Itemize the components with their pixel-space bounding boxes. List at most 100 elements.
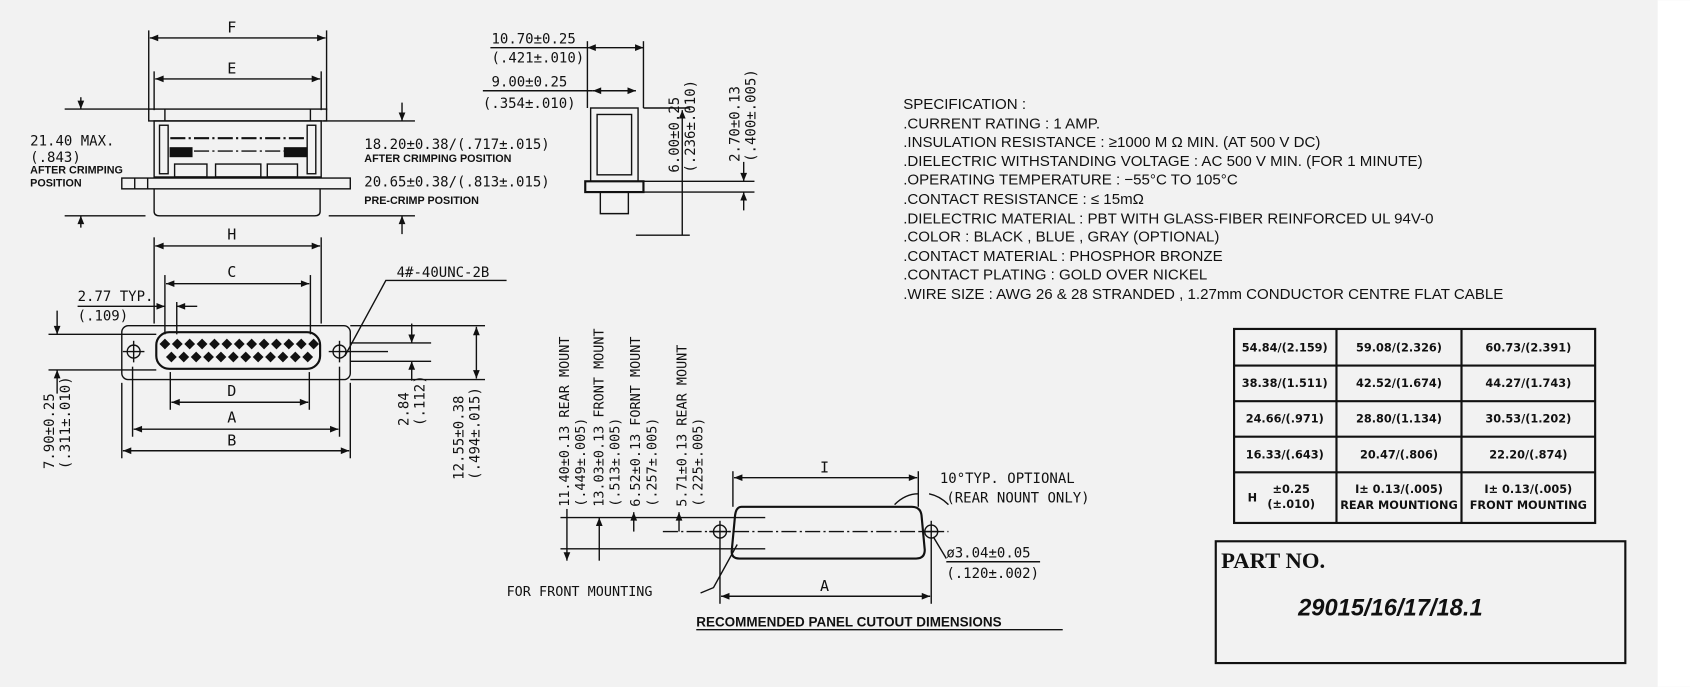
- table-cell: 38.38/(1.511): [1242, 377, 1328, 390]
- dim-d: D: [227, 382, 236, 400]
- cutout-dim-4-inch: (.225±.005): [691, 418, 707, 507]
- table-rear-label: REAR MOUNTIONG: [1340, 499, 1458, 512]
- cutout-dim-2: 13.03±0.13 FRONT MOUNT: [592, 328, 608, 506]
- side-width-1-inch: (.421±.010): [491, 51, 584, 67]
- front-mounting-label: FOR FRONT MOUNTING: [507, 584, 653, 600]
- specification: SPECIFICATION : .CURRENT RATING : 1 AMP.…: [903, 96, 1503, 303]
- thread-spec: 4#-40UNC-2B: [397, 265, 490, 281]
- face-height-1: 7.90±0.25: [42, 393, 58, 469]
- cutout-dim-3-inch: (.257±.005): [644, 418, 660, 507]
- contact-pin: [184, 338, 196, 350]
- dim-h: H: [227, 225, 236, 243]
- dim-f: F: [227, 19, 236, 37]
- contact-pin: [271, 338, 282, 350]
- dim-b: B: [227, 431, 236, 449]
- contact-pin: [203, 351, 214, 363]
- table-front-label: FRONT MOUNTING: [1470, 499, 1587, 512]
- contact-pin: [227, 351, 239, 363]
- contact-pins: [159, 338, 320, 363]
- contact-pin: [258, 338, 270, 350]
- contact-pin: [302, 351, 314, 363]
- contact-pin: [308, 338, 320, 350]
- table-cell: 42.52/(1.674): [1356, 377, 1442, 390]
- cutout-dim-1: 11.40±0.13 REAR MOUNT: [557, 336, 573, 506]
- dimension-table: 54.84/(2.159) 59.08/(2.326) 60.73/(2.391…: [1233, 327, 1597, 525]
- table-h-label: H: [1248, 491, 1257, 504]
- angle-note: 10°TYP. OPTIONAL: [940, 471, 1075, 487]
- contact-pin: [196, 338, 208, 350]
- table-cell: 16.33/(.643): [1246, 448, 1324, 461]
- dim-a: A: [227, 409, 236, 427]
- spec-line: .CONTACT MATERIAL : PHOSPHOR BRONZE: [903, 248, 1222, 265]
- height-max: 21.40 MAX.: [30, 134, 114, 150]
- cutout-dim-3: 6.52±0.13 FORNT MOUNT: [628, 336, 644, 506]
- contact-pin: [209, 338, 220, 350]
- cutout-title: RECOMMENDED PANEL CUTOUT DIMENSIONS: [696, 614, 1001, 629]
- table-cell: 28.80/(1.134): [1356, 413, 1442, 426]
- side-view: 10.70±0.25 (.421±.010) 9.00±0.25 (.354±.…: [482, 31, 760, 236]
- side-width-1: 10.70±0.25: [491, 31, 575, 47]
- part-number: 29015/16/17/18.1: [1297, 596, 1483, 622]
- contact-pin: [215, 351, 227, 363]
- dim-i: I: [820, 458, 829, 476]
- contact-pin: [283, 338, 295, 350]
- table-h-tol: ±0.25: [1273, 483, 1310, 496]
- table-cell: 60.73/(2.391): [1485, 342, 1571, 355]
- pin-pitch: 2.77 TYP.: [78, 289, 154, 305]
- spec-line: .CURRENT RATING : 1 AMP.: [903, 115, 1100, 132]
- contact-pin: [178, 351, 190, 363]
- face-height-3-inch: (.494±.015): [468, 387, 484, 480]
- part-no-label: PART NO.: [1221, 548, 1325, 573]
- spec-line: .INSULATION RESISTANCE : ≥1000 M Ω MIN. …: [903, 134, 1320, 151]
- pre-crimp-dim: 20.65±0.38/(.813±.015): [364, 175, 549, 191]
- side-height-1-inch: (.236±.010): [683, 80, 699, 173]
- face-view: H C 2.77 TYP. (.109) 7.90±0.25 (.311±.01…: [42, 225, 507, 480]
- table-cell: 22.20/(.874): [1489, 448, 1567, 461]
- cutout-dim-a: A: [820, 577, 829, 595]
- spec-line: .COLOR : BLACK , BLUE , GRAY (OPTIONAL): [903, 229, 1219, 246]
- contact-pin: [289, 351, 301, 363]
- height-max-inch: (.843): [30, 150, 81, 166]
- contact-pin: [240, 351, 252, 363]
- table-cell: 30.53/(1.202): [1485, 413, 1571, 426]
- spec-line: .DIELECTRIC MATERIAL : PBT WITH GLASS-FI…: [903, 210, 1433, 227]
- after-crimp-label: AFTER CRIMPING POSITION: [364, 153, 511, 165]
- face-height-1-inch: (.311±.010): [58, 376, 74, 469]
- spec-line: .CONTACT RESISTANCE : ≤ 15mΩ: [903, 191, 1144, 208]
- side-height-1: 6.00±0.25: [667, 97, 683, 173]
- top-view: F E 21.40 MAX. (.843) AFTER CRIMPING POS…: [30, 19, 550, 235]
- after-crimp-dim: 18.20±0.38/(.717±.015): [364, 137, 549, 153]
- contact-pin: [233, 338, 245, 350]
- table-cell: 44.27/(1.743): [1485, 377, 1571, 390]
- table-cell: 54.84/(2.159): [1242, 342, 1328, 355]
- contact-pin: [165, 351, 177, 363]
- side-width-2-inch: (.354±.010): [483, 96, 576, 112]
- contact-pin: [295, 338, 307, 350]
- spec-line: .CONTACT PLATING : GOLD OVER NICKEL: [903, 266, 1207, 283]
- side-height-2-inch: (.400±.005): [744, 69, 760, 162]
- spec-line: .OPERATING TEMPERATURE : −55°C TO 105°C: [903, 172, 1238, 189]
- hole-diameter-inch: (.120±.002): [946, 566, 1039, 582]
- side-height-2: 2.70±0.13: [727, 86, 743, 162]
- part-number-box: PART NO. 29015/16/17/18.1: [1214, 540, 1627, 665]
- contact-pin: [252, 351, 264, 363]
- contact-pin: [277, 351, 289, 363]
- angle-note-sub: (REAR NOUNT ONLY): [946, 490, 1089, 506]
- spec-title: SPECIFICATION :: [903, 96, 1026, 113]
- table-cell: 24.66/(.971): [1246, 413, 1324, 426]
- contact-pin: [246, 338, 258, 350]
- cutout-dim-2-inch: (.513±.005): [608, 418, 624, 507]
- spec-line: .WIRE SIZE : AWG 26 & 28 STRANDED , 1.27…: [903, 286, 1503, 303]
- cutout-dim-1-inch: (.449±.005): [573, 418, 589, 507]
- table-cell: 20.47/(.806): [1360, 448, 1438, 461]
- pre-crimp-label: PRE-CRIMP POSITION: [364, 195, 479, 207]
- cutout-dim-4: 5.71±0.13 REAR MOUNT: [675, 345, 691, 507]
- side-width-2: 9.00±0.25: [491, 74, 567, 90]
- dim-e: E: [227, 60, 236, 78]
- position-label: POSITION: [30, 178, 82, 190]
- face-height-2-inch: (.112): [413, 375, 429, 426]
- face-height-2: 2.84: [396, 392, 412, 426]
- table-h-tol-inch: (±.010): [1267, 498, 1315, 511]
- table-i-front: I± 0.13/(.005): [1484, 483, 1572, 496]
